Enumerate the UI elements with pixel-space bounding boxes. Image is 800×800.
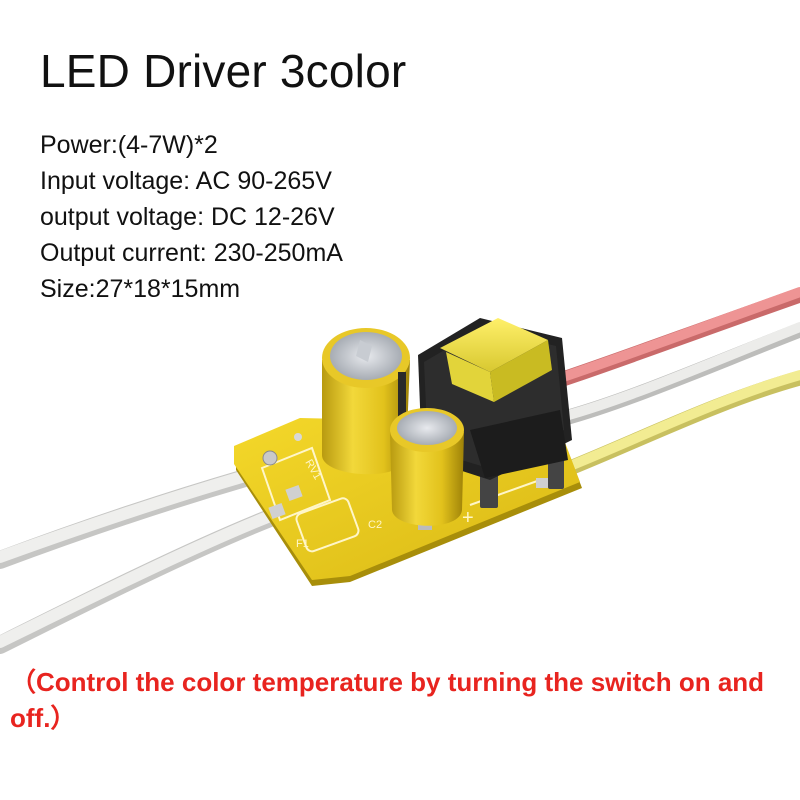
spec-input-voltage: Input voltage: AC 90-265V xyxy=(40,167,332,195)
spec-output-voltage: output voltage: DC 12-26V xyxy=(40,203,335,231)
wire-yellow xyxy=(557,370,800,478)
wire-red xyxy=(552,287,800,388)
page-title: LED Driver 3color xyxy=(40,45,407,97)
wire-white-left-2 xyxy=(0,509,279,654)
capacitor-large xyxy=(322,328,410,475)
spec-power: Power:(4-7W)*2 xyxy=(40,131,218,159)
spec-output-current: Output current: 230-250mA xyxy=(40,239,343,267)
spec-size: Size:27*18*15mm xyxy=(40,275,241,303)
pcb-label-c2: C2 xyxy=(368,519,382,531)
spec-list: Power:(4-7W)*2 Input voltage: AC 90-265V… xyxy=(40,127,343,307)
pcb-label-plus: + xyxy=(462,507,474,529)
wire-white-right xyxy=(557,322,800,426)
color-temperature-note: （Control the color temperature by turnin… xyxy=(10,667,765,733)
wire-white-left-1 xyxy=(0,469,254,569)
pcb-label-f1: F1 xyxy=(296,538,309,550)
capacitor-small xyxy=(390,408,464,530)
